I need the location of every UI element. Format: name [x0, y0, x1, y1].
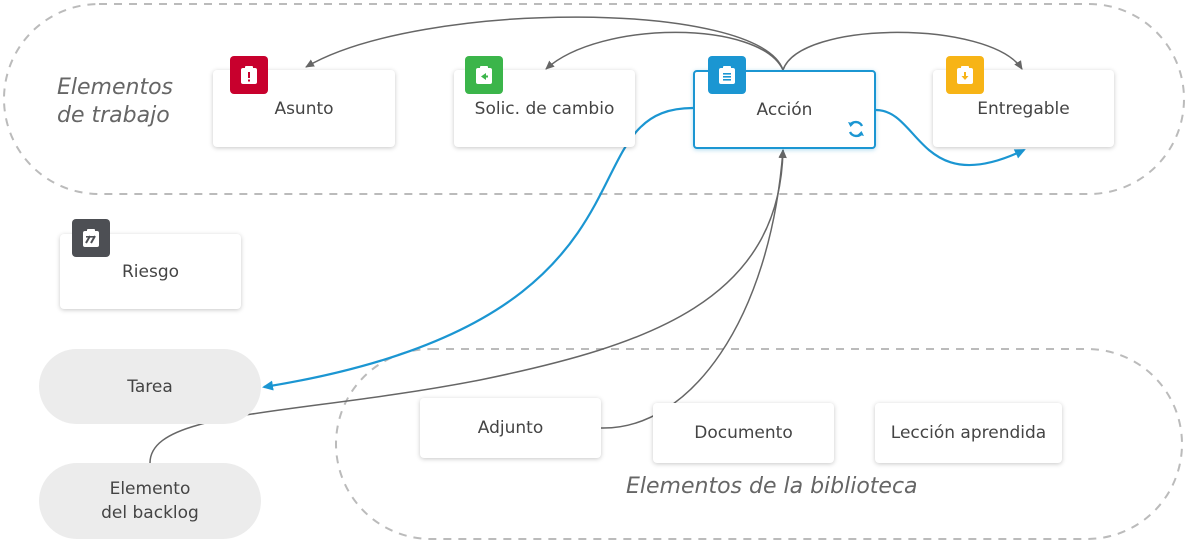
node-asunto[interactable]: Asunto: [213, 70, 395, 147]
edge-accion-asunto: [305, 16, 784, 71]
node-backlog-label-line2: del backlog: [101, 503, 199, 523]
action-clipboard-icon: [708, 56, 746, 94]
node-documento[interactable]: Documento: [653, 403, 834, 463]
edge-accion-entregable: [782, 31, 1023, 71]
edge-backlog-accion: [149, 149, 787, 464]
work-items-label-line2: de trabajo: [57, 103, 170, 128]
node-tarea[interactable]: Tarea: [39, 349, 261, 424]
node-elemento-backlog[interactable]: Elemento del backlog: [39, 463, 261, 539]
work-items-label: Elementos de trabajo: [57, 74, 173, 130]
library-label: Elementos de la biblioteca: [626, 474, 918, 499]
node-solicitud-label: Solic. de cambio: [474, 98, 615, 119]
risk-icon: [72, 219, 110, 257]
node-tarea-label: Tarea: [127, 376, 173, 397]
node-leccion-label: Lección aprendida: [890, 423, 1047, 443]
issue-icon: [230, 56, 268, 94]
edge-accion-solicitud: [545, 31, 784, 71]
node-accion-label: Acción: [756, 99, 813, 120]
node-adjunto-label: Adjunto: [477, 418, 544, 438]
node-adjunto[interactable]: Adjunto: [420, 398, 601, 458]
change-request-icon: [465, 56, 503, 94]
work-items-label-line1: Elementos: [57, 75, 174, 100]
deliverable-icon: [946, 56, 984, 94]
node-leccion-aprendida[interactable]: Lección aprendida: [875, 403, 1062, 463]
node-backlog-label-line1: Elemento: [109, 479, 191, 499]
edge-accion-entregable-blue: [875, 108, 1026, 166]
edge-adjunto-accion: [600, 149, 787, 429]
node-entregable-label: Entregable: [977, 98, 1070, 119]
node-documento-label: Documento: [694, 423, 793, 443]
library-region: [335, 348, 1183, 540]
edge-accion-tarea: [262, 106, 694, 391]
work-items-region: [3, 3, 1185, 195]
sync-icon: [848, 120, 864, 138]
node-asunto-label: Asunto: [274, 98, 334, 119]
node-riesgo-label: Riesgo: [121, 261, 180, 282]
